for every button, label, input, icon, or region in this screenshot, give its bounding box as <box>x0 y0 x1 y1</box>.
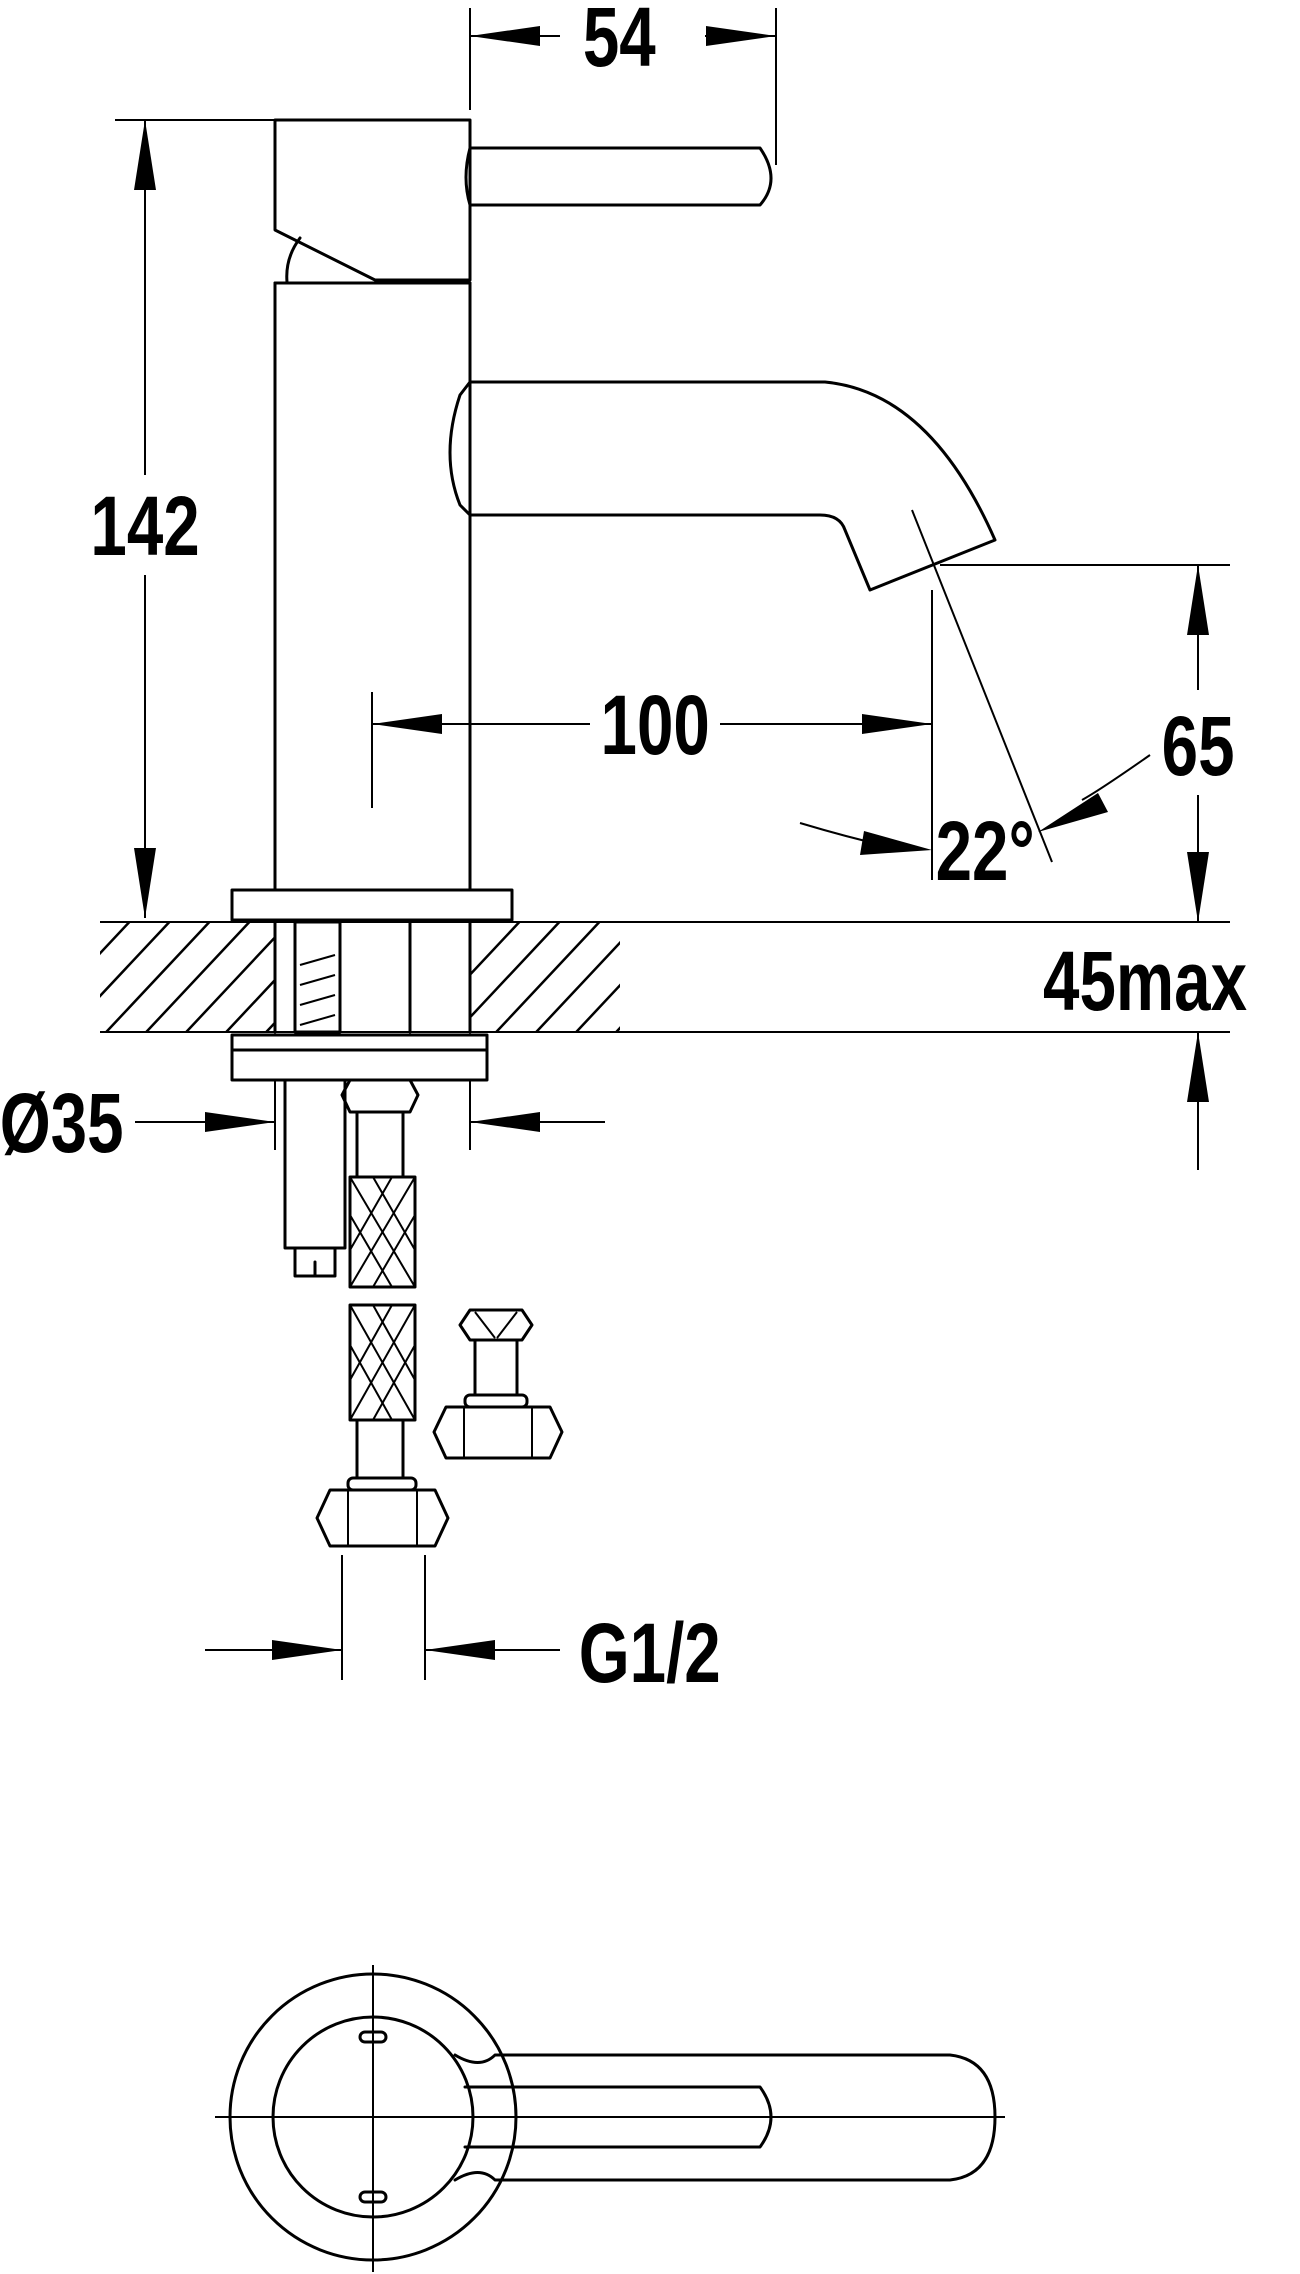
dimension-max-counter-thickness: 45max <box>1043 934 1247 1170</box>
dimension-hole-diameter: Ø35 <box>0 1076 605 1170</box>
arrow-head <box>862 714 932 734</box>
arrow-head <box>205 1112 275 1132</box>
arrow-head <box>425 1640 495 1660</box>
arrow-head <box>1187 1032 1209 1102</box>
dimension-spout-reach: 100 <box>371 590 933 880</box>
arrow-head <box>134 848 156 918</box>
arrow-head <box>470 1112 540 1132</box>
arrow-head <box>860 831 932 855</box>
arrow-head <box>372 714 442 734</box>
dimension-spout-angle: 22° <box>799 509 1151 898</box>
dimension-label-g1-2: G1/2 <box>579 1606 721 1700</box>
arrow-head <box>1187 852 1209 922</box>
arrow-head <box>134 120 156 190</box>
dimension-label-100: 100 <box>601 678 710 772</box>
dimension-connection-thread: G1/2 <box>205 1555 721 1700</box>
dimension-label-diameter-35: Ø35 <box>0 1076 124 1170</box>
dimension-lever-length: 54 <box>469 0 777 165</box>
fixing-and-hoses <box>283 1078 564 1548</box>
arrow-head <box>706 26 776 46</box>
faucet-top-view <box>215 1965 1005 2272</box>
dimension-label-22deg: 22° <box>936 804 1035 898</box>
arrow-head <box>470 26 540 46</box>
arrow-head <box>1038 793 1108 832</box>
dimension-label-142: 142 <box>90 479 199 573</box>
arrow-head <box>1187 565 1209 635</box>
dimension-label-45max: 45max <box>1043 934 1247 1028</box>
dimension-label-54: 54 <box>583 0 656 84</box>
arrow-head <box>272 1640 342 1660</box>
faucet-side-view <box>230 118 997 922</box>
dimension-label-65: 65 <box>1162 699 1235 793</box>
dimension-height: 142 <box>90 119 275 918</box>
dimension-spout-height: 65 <box>940 564 1235 922</box>
